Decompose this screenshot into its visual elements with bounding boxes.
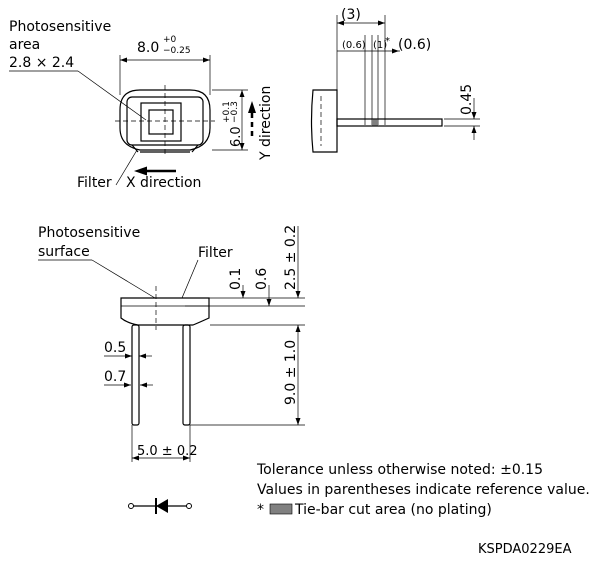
filter-leader-top [115,149,138,186]
surface-leader-line [91,259,156,299]
photosensitive-area [148,109,174,135]
dim-05-label: 0.5 [104,340,126,356]
notes: Tolerance unless otherwise noted: ±0.15 … [256,462,590,557]
photodiode-symbol [128,498,192,514]
filter-window [140,102,182,142]
dim-90-arrow-bottom [295,418,301,425]
dim-01-label: 0.1 [228,268,244,290]
front-view: Photosensitive surface Filter 5.0 ± 0.2 … [38,225,305,462]
width-dim-tol-lower: −0.25 [163,46,191,56]
x-direction-label: X direction [126,175,201,191]
lead-right [182,324,191,426]
diode-terminal-left [128,503,134,509]
surface-label: surface [38,244,90,260]
dim-045-arrow-top [471,112,477,119]
dim-07-arrow-right [140,382,147,388]
dim-05-arrow [125,353,132,359]
dim-1-label: (1) [373,40,387,51]
dim-06-arrow-front [266,299,272,306]
note-tiebar: Tie-bar cut area (no plating) [294,502,492,518]
area-size-label: 2.8 × 2.4 [9,55,74,71]
note-tolerance: Tolerance unless otherwise noted: ±0.15 [256,462,543,478]
width-dim-tol-upper: +0 [163,35,177,45]
height-arrow-top [239,90,245,97]
width-arrow-right [203,57,210,63]
dim-3-arrow-right [378,20,385,26]
dim-pitch-label: 5.0 ± 0.2 [137,444,198,459]
photosensitive-label: Photosensitive [38,225,140,241]
drawing-code: KSPDA0229EA [478,542,572,557]
dim-05-arrow-right [139,353,146,359]
tiebar-cut-area-side [372,119,378,126]
tiebar-legend-swatch [269,503,293,515]
filter-leader-front [181,259,199,299]
dim-045-label: 0.45 [459,84,475,115]
note-tiebar-asterisk: * [257,502,264,518]
side-package-outline [310,89,338,153]
package-bevel [131,144,199,153]
front-package-outline [120,297,210,326]
y-direction-label: Y direction [258,86,274,161]
height-dim-tol-lower: −0.3 [230,101,240,123]
dim-1-asterisk: * [385,36,390,47]
filter-label-top: Filter [77,175,112,191]
area-leader-line [77,70,147,121]
dim-06-right-label: (0.6) [398,37,431,53]
filter-label-front: Filter [198,245,233,261]
pitch-arrow-left [132,455,139,461]
pitch-arrow-right [183,455,190,461]
dim-90-arrow-top [295,325,301,332]
height-arrow-bottom [239,143,245,150]
dim-07-label: 0.7 [104,369,126,385]
height-dim-value: 6.0 [229,126,244,147]
dim-07-arrow [124,382,131,388]
dim-06-left-label: (0.6) [342,40,366,51]
dim-06-label-front: 0.6 [254,268,270,290]
diode-terminal-right [186,503,192,509]
dim-045-arrow-bottom [471,126,477,133]
dim-25-label: 2.5 ± 0.2 [283,225,299,290]
height-dim-tol-upper: +0.1 [222,101,232,123]
top-view: Photosensitive area 2.8 × 2.4 8.0 +0 −0.… [9,19,274,191]
width-dim-value: 8.0 [137,40,159,56]
note-reference: Values in parentheses indicate reference… [257,482,590,498]
side-lead [336,118,443,127]
diode-triangle [156,499,168,513]
width-arrow-left [120,57,127,63]
area-label: area [9,37,40,53]
x-direction-arrowhead [134,166,147,176]
y-direction-arrowhead [248,101,256,113]
dim-3-label: (3) [341,7,361,23]
dim-01-arrow [240,291,246,298]
dim-3-arrow-left [337,20,344,26]
side-view: (3) (0.6) (1) * (0.6) 0.45 [310,7,480,153]
dim-90-label: 9.0 ± 1.0 [283,340,299,405]
dim-25-arrow [295,291,301,298]
photosensitive-area-label: Photosensitive [9,19,111,35]
dim-06-arrow [392,48,399,54]
lead-left [131,324,140,426]
package-outline [119,89,211,151]
